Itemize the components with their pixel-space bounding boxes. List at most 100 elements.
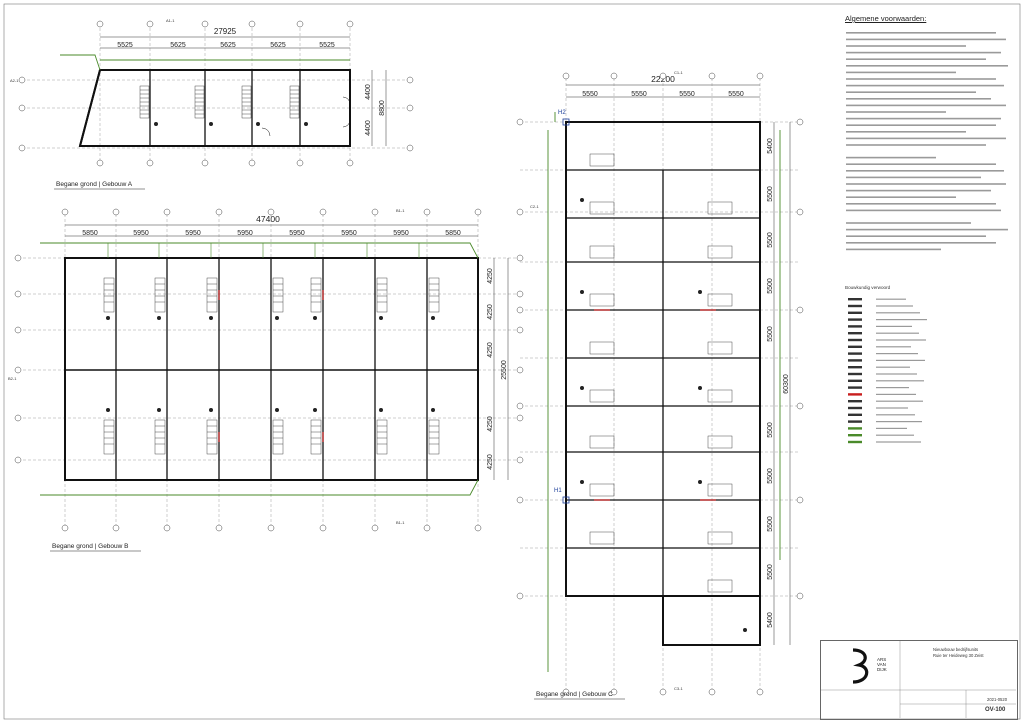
- building-c-side-dim: 5500: [767, 186, 774, 202]
- legend-text-line: [876, 434, 914, 436]
- legend-text-line: [876, 339, 926, 341]
- building-b-bay-dim: 5850: [445, 230, 461, 237]
- building-b-bay-dim: 5950: [289, 230, 305, 237]
- legend-symbol: [848, 400, 862, 403]
- project-name: Nieuwbouw bedrijfsunits: [933, 647, 979, 652]
- legend-text-line: [876, 325, 912, 327]
- grid-label: A2-1: [10, 78, 19, 83]
- notes-text-line: [846, 45, 966, 47]
- legend-symbol: [848, 338, 862, 342]
- building-c-bay-dim: 5550: [728, 91, 744, 98]
- notes-text-line: [846, 209, 1001, 212]
- building-c-side-dim: 5500: [767, 564, 774, 580]
- building-b-bay-dim: 5950: [237, 230, 253, 237]
- notes-text-line: [846, 117, 1001, 120]
- firm-logo: [849, 647, 879, 685]
- building-b-bay-dim: 5950: [133, 230, 149, 237]
- legend-symbol: [848, 345, 862, 348]
- notes-text-line: [846, 111, 946, 113]
- notes-text-line: [846, 176, 981, 179]
- legend-text-line: [876, 359, 925, 361]
- legend-title: Bouwkundig verwoord: [845, 285, 891, 290]
- building-a-overall-dim: 27925: [214, 27, 237, 36]
- notes-text-line: [846, 183, 1006, 185]
- notes-text-line: [846, 228, 1008, 231]
- legend-text-line: [876, 387, 909, 389]
- legend-text-line: [876, 332, 919, 334]
- legend-symbol: [848, 440, 862, 444]
- legend-text-line: [876, 366, 910, 368]
- building-c-plan: 22200 5550 5550 5550 5550: [516, 70, 804, 700]
- sheet-border: [3, 3, 1021, 720]
- firm-name-line: ARS: [877, 657, 887, 662]
- legend-symbol: [848, 352, 862, 355]
- notes-text-line: [846, 38, 1006, 41]
- building-b-side-dim: 4250: [487, 304, 494, 320]
- building-b-bay-dim: 5850: [82, 230, 98, 237]
- building-c-bay-dim: 5550: [631, 91, 647, 98]
- legend-symbol: [848, 332, 862, 335]
- building-a-bay-dim: 5625: [170, 42, 186, 49]
- sheet-number: OV-100: [985, 707, 1006, 713]
- legend-symbol: [848, 298, 862, 301]
- grid-label: A1-1: [166, 18, 175, 23]
- notes-text-line: [846, 84, 1004, 87]
- marker-label: H2: [558, 110, 566, 116]
- legend-symbol: [848, 372, 862, 376]
- legend-text-line: [876, 393, 916, 395]
- building-c-side-dim: 5500: [767, 468, 774, 484]
- notes-text-line: [846, 222, 971, 224]
- legend-text-line: [876, 312, 920, 314]
- notes-text-line: [846, 65, 1008, 67]
- notes-text-line: [846, 98, 991, 100]
- building-a-bay-dim: 5625: [220, 42, 236, 49]
- building-b-side-dim: 4250: [487, 342, 494, 358]
- building-a-bay-dim: 5525: [319, 42, 335, 49]
- building-c-caption: Begane grond | Gebouw C: [536, 691, 613, 698]
- building-a-bay-dim: 5525: [117, 42, 133, 49]
- building-a-side-dim: 4400: [365, 84, 372, 100]
- building-b-plan: 47400 5850 5950 5950 5950 5950 5950 5950…: [8, 208, 524, 552]
- legend-text-line: [876, 421, 922, 423]
- legend-symbol: [848, 325, 862, 328]
- legend-text-line: [876, 298, 906, 300]
- building-c-side-dim: 5400: [767, 612, 774, 628]
- firm-name-line: VAN: [877, 662, 886, 667]
- marker-label: H1: [554, 488, 562, 494]
- building-c-side-dim: 5500: [767, 422, 774, 438]
- legend-text-line: [876, 400, 923, 402]
- title-block-grid: [820, 640, 1016, 718]
- notes-text-line: [846, 104, 1006, 107]
- building-c-side-dim: 5500: [767, 326, 774, 342]
- legend-symbol: [848, 359, 862, 362]
- building-b-overall-dim: 47400: [256, 214, 280, 224]
- notes-text-line: [846, 91, 976, 93]
- building-b-side-dim: 4250: [487, 454, 494, 470]
- legend-symbol: [848, 386, 862, 389]
- legend-text-line: [876, 373, 917, 375]
- legend-text-line: [876, 414, 915, 416]
- building-c-side-total: 60300: [783, 374, 790, 394]
- legend-text-line: [876, 441, 921, 443]
- building-a-side-dim: 4400: [365, 120, 372, 136]
- building-b-side-dim: 4250: [487, 416, 494, 432]
- notes-text-line: [846, 124, 996, 126]
- notes-text-line: [846, 163, 996, 165]
- legend-symbol: [848, 427, 862, 430]
- notes-text-line: [846, 196, 956, 198]
- legend-symbol: [848, 393, 862, 396]
- notes-text-line: [846, 51, 1001, 54]
- notes-text-line: [846, 131, 966, 133]
- notes-text-line: [846, 144, 986, 146]
- legend-symbol: [848, 420, 862, 423]
- building-c-side-dim: 5500: [767, 232, 774, 248]
- building-a-side-total: 8800: [379, 100, 386, 116]
- notes-text-line: [846, 235, 986, 237]
- grid-label: C2-1: [530, 204, 539, 209]
- building-b-bay-dim: 5950: [185, 230, 201, 237]
- building-a-caption: Begane grond | Gebouw A: [56, 181, 133, 188]
- legend-text-line: [876, 353, 918, 355]
- building-a-bay-dim: 5625: [270, 42, 286, 49]
- building-b-side-total: 25500: [501, 360, 508, 380]
